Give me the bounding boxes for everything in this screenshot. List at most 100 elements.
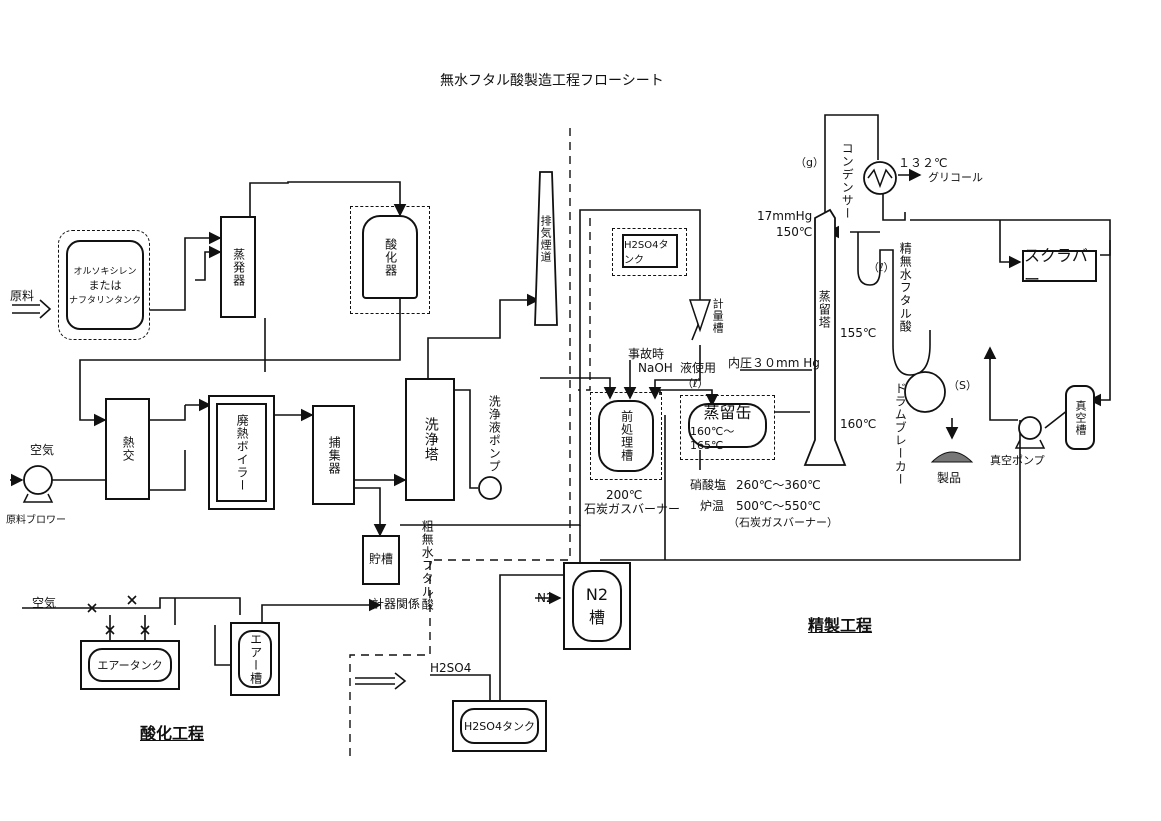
raw-tank-line1: オルソキシレン [73, 267, 137, 277]
air-tank-label: エアータンク [97, 659, 163, 672]
purified-pa-label: 精無水フタル酸 [898, 242, 913, 333]
product-label: 製品 [937, 471, 962, 485]
emergency-label: 事故時 [628, 347, 665, 361]
n2-tank-suffix: 槽 [588, 607, 605, 627]
line-n2-to-vacuum [600, 420, 1021, 561]
h2so4-tank-top-label: H2SO4タンク [624, 240, 669, 266]
h2so4-tank-bottom-label: H2SO4タンク [464, 720, 535, 733]
glycol-label: グリコール [928, 171, 983, 184]
air-lower-label: 空気 [32, 596, 57, 610]
vacuum-tank: 真空槽 [1065, 385, 1095, 450]
phase-l-upper: （ℓ） [868, 261, 895, 274]
storage-label: 貯槽 [368, 552, 393, 567]
distill-column-shape [803, 208, 847, 466]
phase-l-still: （ℓ） [682, 377, 709, 390]
collector-label: 捕集器 [327, 435, 342, 475]
oxidizer: 酸化器 [362, 215, 418, 299]
metering-tank-shape [688, 299, 712, 333]
section-oxidation: 酸化工程 [140, 724, 205, 743]
temp-bottom: 160℃ [840, 417, 877, 431]
still-label: 蒸留缶 [703, 403, 752, 422]
vacuum-pump-shape [1018, 416, 1042, 440]
nitrate-bath-label: 硝酸塩 [690, 478, 727, 492]
line-oxidizer-return [79, 298, 401, 427]
condenser-temp: １３２℃ [898, 156, 948, 170]
line-tower-to-stack [427, 293, 540, 378]
section-boundary [349, 128, 571, 760]
raw-material-arrow [12, 299, 52, 319]
blower-shape [23, 465, 53, 495]
furnace-temp-label: 炉温 [700, 499, 725, 513]
furnace-heat: （石炭ガスバーナー） [728, 516, 838, 529]
n2-inlet-label: N2 [537, 591, 554, 605]
oxidizer-boundary [350, 206, 430, 314]
raw-tank-line3: ナフタリンタンク [68, 296, 141, 306]
evaporator: 蒸発器 [220, 216, 256, 318]
wash-pump-shape [478, 476, 502, 500]
page-title: 無水フタル酸製造工程フローシート [440, 73, 664, 89]
h2so4-tank-top: H2SO4タンク [622, 234, 678, 268]
condenser-label: コンデンサー [840, 142, 855, 220]
blower-label: 原料ブロワー [6, 515, 66, 526]
pre-treat-temp: 200℃ [606, 488, 643, 502]
air-left-label: 空気 [30, 443, 55, 457]
furnace-temp: 500℃～550℃ [736, 499, 821, 513]
raw-material-tank: オルソキシレン または ナフタリンタンク [66, 240, 144, 330]
naoh-label: NaOH [638, 361, 673, 375]
h2so4-tank-top-boundary [612, 228, 687, 276]
evaporator-label: 蒸発器 [231, 247, 246, 287]
metering-tank-label: 計量槽 [711, 298, 725, 334]
exhaust-stack-shape [534, 171, 558, 326]
still-temp: 160℃～165℃ [690, 425, 735, 452]
still-boundary [680, 395, 775, 460]
heat-exchanger: 熱交 [105, 398, 150, 500]
naoh-suffix-label: 液使用 [680, 361, 717, 375]
drum-breaker-label: ドラムブレーカー [893, 382, 908, 486]
line-crude-to-refining [400, 209, 701, 526]
oxidizer-label: 酸化器 [383, 237, 398, 277]
boiler-label: 廃熱ボイラー [235, 413, 250, 492]
scrubber-label: スクラバー [1024, 246, 1088, 289]
storage-tank: 貯槽 [362, 535, 400, 585]
h2so4-tank-bottom: H2SO4タンク [460, 708, 539, 744]
pre-treat-heat: 石炭ガスバーナー [584, 502, 681, 516]
pretreat-boundary [590, 392, 662, 480]
internal-pressure-label: 内圧３０mm Hg [728, 356, 820, 370]
pre-treat-tank: 前処理槽 [598, 400, 654, 472]
waste-heat-boiler-inner: 廃熱ボイラー [216, 403, 267, 502]
scrubber: スクラバー [1022, 246, 1097, 289]
line-column-to-condenser [824, 114, 879, 212]
vacuum-pump-label: 真空ポンプ [990, 454, 1045, 467]
air-tank: エアータンク [88, 648, 172, 682]
h2so4-inlet-label: H2SO4 [430, 661, 472, 675]
n2-tank-label: N2 [585, 584, 609, 604]
tower-label: 洗浄塔 [422, 417, 439, 462]
air-receiver-label: エアー槽 [248, 633, 263, 685]
instrument-label: 計器関係 [372, 597, 421, 611]
drum-breaker-shape [904, 371, 946, 413]
nitrate-temp: 260℃～360℃ [736, 478, 821, 492]
line-evaporator-to-oxidizer [249, 181, 407, 217]
section-refining: 精製工程 [808, 616, 873, 635]
heat-exchanger-label: 熱交 [121, 436, 136, 462]
phase-s: （S） [948, 379, 977, 392]
temp-mid: 155℃ [840, 326, 877, 340]
vacuum-tank-label: 真空槽 [1074, 399, 1088, 436]
still: 蒸留缶 160℃～165℃ [688, 403, 767, 452]
pressure-top: 17mmHg [757, 209, 813, 223]
distill-column-label: 蒸留塔 [817, 290, 832, 329]
crude-pa-label: 粗無水フタル酸 [420, 520, 435, 611]
phase-g: （g） [795, 156, 824, 169]
wash-pump-label: 洗浄液ポンプ [487, 395, 502, 473]
raw-tank-boundary [58, 230, 150, 340]
exhaust-stack-label: 排気煙道 [539, 215, 553, 263]
n2-tank: N2 槽 [572, 570, 622, 642]
line-tank-to-evaporator [150, 231, 222, 311]
product-pile-shape [930, 451, 974, 463]
raw-material-label: 原料 [10, 289, 35, 303]
air-receiver: エアー槽 [238, 630, 272, 688]
condenser-shape [863, 161, 897, 195]
raw-tank-line2: または [88, 279, 122, 292]
